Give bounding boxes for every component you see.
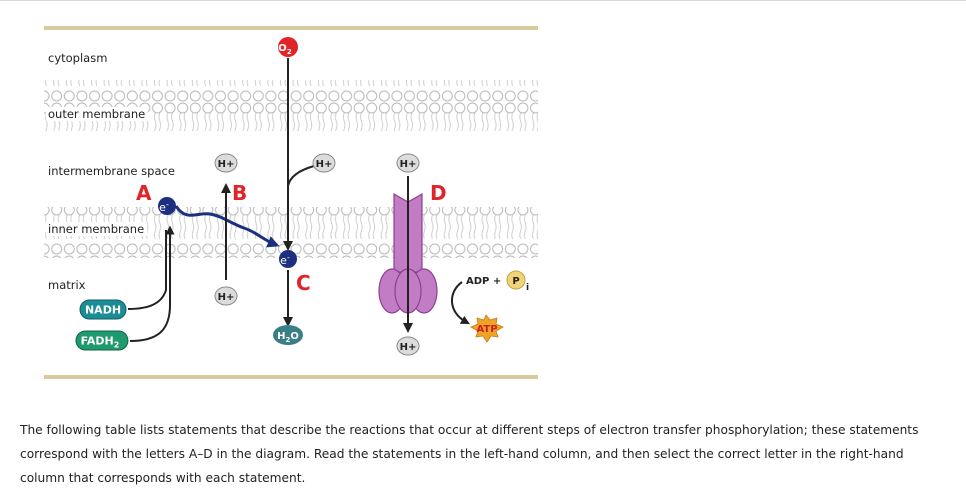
bottom-membrane-band xyxy=(44,375,538,379)
proton-d-bottom-label: H+ xyxy=(400,342,417,353)
phosphorylation-arrow xyxy=(451,281,470,325)
outer-membrane-label-bg xyxy=(46,107,148,121)
intermembrane-space-label: intermembrane space xyxy=(48,164,175,178)
letter-b: B xyxy=(232,181,247,205)
electron-a-icon xyxy=(158,197,176,215)
top-divider xyxy=(0,0,966,1)
nadh-label: NADH xyxy=(85,304,121,317)
letter-c: C xyxy=(296,271,311,295)
cytoplasm-label: cytoplasm xyxy=(48,51,107,65)
nadh-pill xyxy=(79,299,127,320)
oxygen-icon xyxy=(278,37,298,57)
letter-a: A xyxy=(136,181,152,205)
proton-b-bottom-label: H+ xyxy=(218,292,235,303)
outer-membrane xyxy=(44,80,538,131)
electron-c-icon xyxy=(279,250,297,268)
proton-c-branch xyxy=(287,165,315,187)
top-membrane-band xyxy=(44,26,538,30)
inner-membrane-label: inner membrane xyxy=(48,222,144,236)
fadh2-label: FADH2 xyxy=(81,335,120,350)
electron-c-label: e- xyxy=(280,253,290,267)
phosphate-sub-label: i xyxy=(526,283,529,293)
proton-c xyxy=(312,153,336,173)
electron-a-label: e- xyxy=(159,200,169,214)
proton-d-top-label: H+ xyxy=(400,159,417,170)
proton-b-top-label: H+ xyxy=(218,159,235,170)
atp-label: ATP xyxy=(476,324,497,335)
proton-d-bottom xyxy=(396,336,420,356)
oxygen-label: O2 xyxy=(278,43,292,56)
outer-membrane-label: outer membrane xyxy=(48,107,145,121)
phosphate-label: P xyxy=(512,276,519,287)
proton-d-top xyxy=(396,153,420,173)
water-label: H2O xyxy=(277,331,299,344)
instructions-paragraph: The following table lists statements tha… xyxy=(20,423,919,485)
letter-d: D xyxy=(430,181,447,205)
phosphate-icon xyxy=(506,270,526,290)
nadh-path xyxy=(127,230,167,310)
fadh2-pill xyxy=(75,330,129,351)
fadh2-path xyxy=(129,225,175,342)
inner-membrane-label-bg xyxy=(46,222,147,236)
proton-c-label: H+ xyxy=(316,159,333,170)
adp-label: ADP + xyxy=(466,276,501,287)
proton-b-top xyxy=(214,153,238,173)
proton-b-bottom xyxy=(214,286,238,306)
matrix-label: matrix xyxy=(48,278,86,292)
water-icon xyxy=(273,325,303,345)
electron-transport-diagram: cytoplasm outer membrane intermembrane s… xyxy=(44,26,538,379)
atp-star-icon xyxy=(470,314,504,343)
